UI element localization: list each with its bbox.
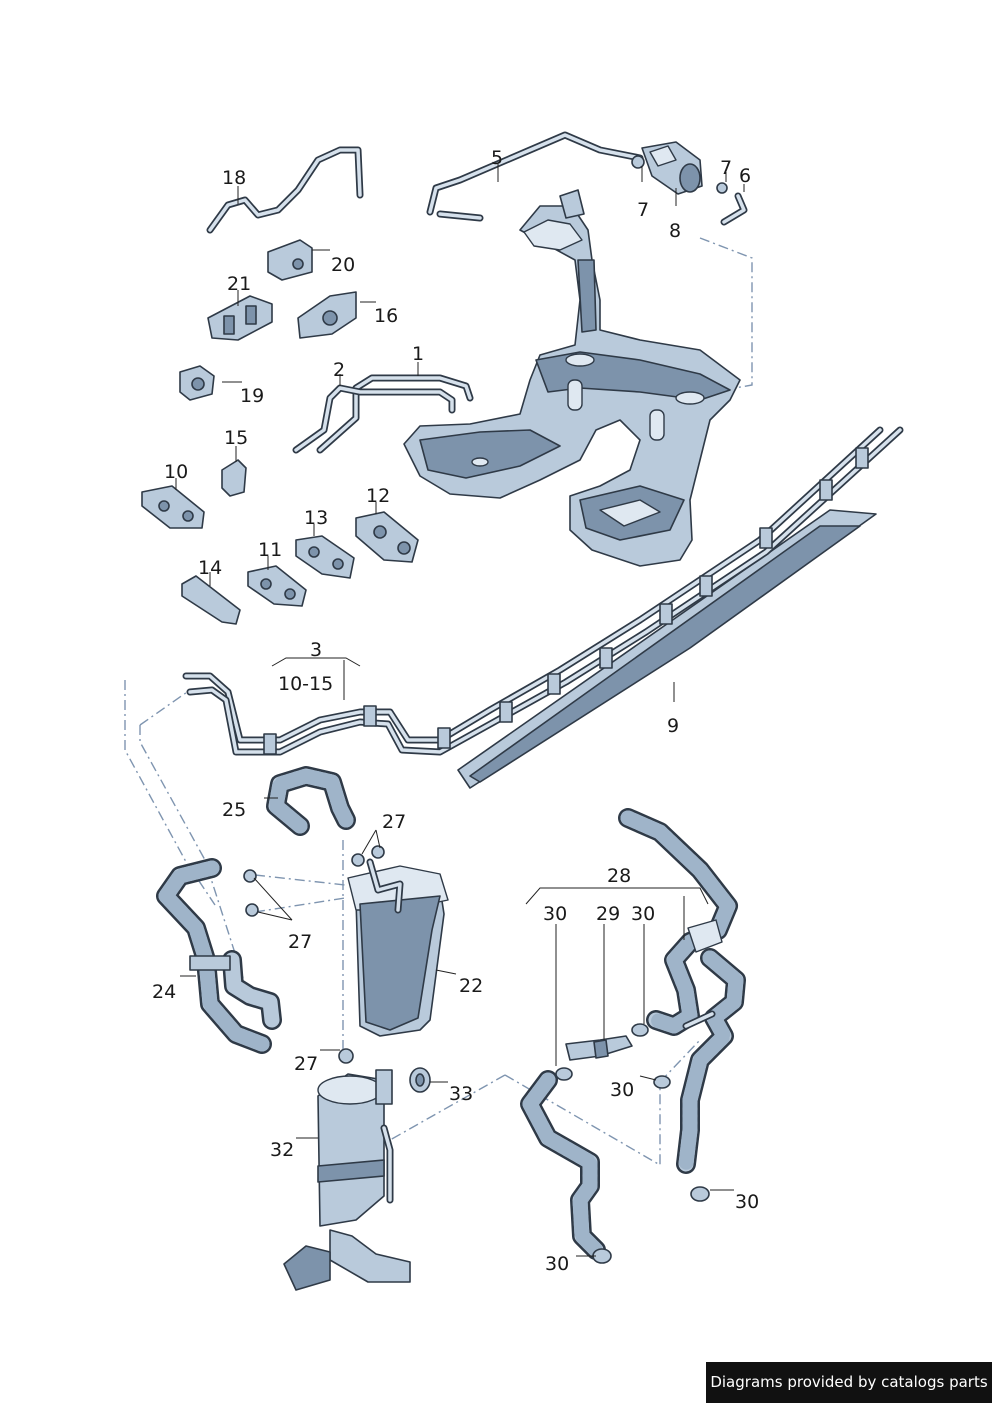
part-28-hose [618,808,746,1174]
part-2-pipe [292,384,456,454]
label-29: 29 [596,903,620,925]
part-30-clamp-a [555,1067,573,1081]
label-33: 33 [449,1083,473,1105]
part-29-connector [565,1035,633,1061]
part-21-double-clip [207,295,273,341]
part-11-clip [247,565,307,607]
part-7-ring-left [631,155,645,169]
label-1: 1 [412,343,424,365]
label-13: 13 [304,507,328,529]
label-30-a: 30 [543,903,567,925]
label-14: 14 [198,557,222,579]
label-3: 3 [310,639,322,661]
part-16-clip [297,291,357,339]
part-labels: 18 20 21 16 19 1 2 5 7 6 7 8 15 10 12 13… [152,147,759,1275]
label-27-bottom: 27 [294,1053,318,1075]
label-30-b: 30 [631,903,655,925]
part-8-valve [641,141,703,195]
label-15: 15 [224,427,248,449]
part-27-clip-bottom [338,1048,354,1064]
label-2: 2 [333,359,345,381]
label-24: 24 [152,981,176,1003]
label-30-d: 30 [735,1191,759,1213]
part-10-clip [141,485,205,529]
part-27-clip-upper [243,869,257,883]
part-13-clip [295,535,355,579]
label-6: 6 [739,165,751,187]
label-19: 19 [240,385,264,407]
part-30-lower-hose [520,1070,606,1260]
part-12-clip [355,511,419,563]
label-10: 10 [164,461,188,483]
dashed-connection-lines [124,237,753,1167]
part-30-clamp-d [690,1186,710,1202]
label-21: 21 [227,273,251,295]
label-27-mid: 27 [288,931,312,953]
part-32-housing [283,1069,411,1291]
part-27-clip-lower [245,903,259,917]
label-8: 8 [669,220,681,242]
label-5: 5 [491,147,503,169]
label-28: 28 [607,865,631,887]
part-33-grommet [409,1067,431,1093]
label-20: 20 [331,254,355,276]
part-15-bracket [221,459,247,497]
fuel-tank [403,189,741,567]
label-32: 32 [270,1139,294,1161]
part-18-bent-tube [206,146,364,234]
part-19-grommet [179,365,215,401]
part-7-ring-right [716,182,728,194]
leader-lines [175,164,745,1257]
label-11: 11 [258,539,282,561]
part-6-connector [720,192,748,226]
label-25: 25 [222,799,246,821]
label-18: 18 [222,167,246,189]
part-5-hose [426,131,644,222]
label-16: 16 [374,305,398,327]
label-12: 12 [366,485,390,507]
part-30-clamp-b [631,1023,649,1037]
label-10-15: 10-15 [278,673,333,695]
label-27-top: 27 [382,811,406,833]
label-22: 22 [459,975,483,997]
label-7-lower: 7 [637,199,649,221]
label-30-e: 30 [545,1253,569,1275]
part-22-fuel-filter [347,858,449,1037]
label-30-c: 30 [610,1079,634,1101]
part-20-clip [267,239,313,281]
part-24-hose [156,858,282,1054]
label-9: 9 [667,715,679,737]
part-14-bracket [181,575,241,625]
credit-banner: Diagrams provided by catalogs parts [706,1362,992,1403]
label-7-upper: 7 [720,157,732,179]
part-25-hose [266,766,356,836]
part-1-pipe [316,374,474,454]
part-30-clamp-c [653,1075,671,1089]
fuel-line-rail [182,426,904,756]
part-27-clip-top [351,845,385,867]
